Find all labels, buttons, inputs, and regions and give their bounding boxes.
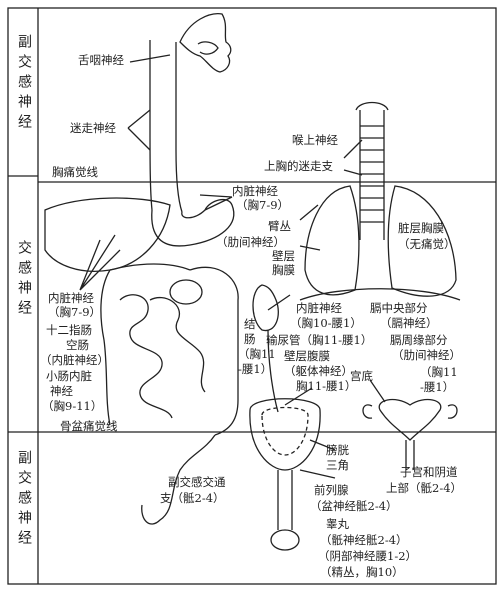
- label-colon-2: 肠: [244, 332, 256, 346]
- colon-transverse: [109, 263, 191, 271]
- visceral-left-leaders: [79, 234, 121, 291]
- label-visceral-left-sub: （胸7-9）: [48, 305, 102, 319]
- side-label-middle: 交感神经: [16, 240, 32, 320]
- label-small-int-3: （胸9-11）: [42, 399, 103, 413]
- larynx-leaders: [343, 139, 363, 176]
- rectum: [141, 434, 216, 525]
- kidney: [252, 284, 279, 332]
- label-diaphragm-center: 膈中央部分: [370, 301, 428, 315]
- bladder-inner: [261, 406, 309, 456]
- vagina: [405, 440, 415, 470]
- peritoneum-leader: [284, 387, 313, 406]
- pleura-leaders: [299, 204, 321, 251]
- label-parietal-pleura: 壁层: [272, 249, 295, 263]
- label-body-nerve-sub: 胸11-腰1）: [296, 379, 357, 393]
- label-upper-chest-vagus: 上胸的迷走支: [264, 159, 333, 173]
- label-uterine-l1: -腰1）: [420, 380, 455, 394]
- label-parietal-pleura-2: 胸膜: [272, 263, 295, 277]
- small-intestine-1: [119, 294, 173, 419]
- label-bladder: 膀胱: [326, 443, 349, 457]
- testis: [270, 529, 300, 551]
- label-diaphragm-periphery: 膈周缘部分: [390, 333, 448, 347]
- vagus-leaders: [127, 54, 171, 151]
- label-vagus: 迷走神经: [70, 121, 116, 135]
- kidney-leader: [267, 294, 291, 311]
- label-parietal-peritoneum: 壁层腹膜: [284, 349, 330, 363]
- label-uterus-vagina: 子宫和阴道: [400, 465, 458, 479]
- side-label-top: 副交感神经: [16, 34, 32, 134]
- label-visceral-pleura: 脏层胸膜: [398, 221, 444, 235]
- esophagus-left: [149, 39, 153, 211]
- label-small-int: 小肠内脏: [46, 369, 92, 383]
- ureter: [267, 329, 279, 413]
- right-lung: [304, 185, 360, 296]
- label-small-int-2: 神经: [50, 384, 73, 398]
- small-intestine-2: [149, 296, 206, 393]
- label-uterine-fundus: 宫底: [350, 369, 373, 383]
- label-visceral-left: 内脏神经: [48, 291, 94, 305]
- label-bladder-2: 三角: [326, 458, 349, 472]
- label-colon-4: -腰1）: [238, 362, 273, 376]
- liver: [44, 197, 171, 272]
- label-visceral-t7-9: 内脏神经: [232, 184, 278, 198]
- esophagus-right: [175, 41, 183, 213]
- colon-ascending: [100, 269, 111, 426]
- frame: [7, 7, 497, 585]
- side-label-bottom: 副交感神经: [16, 450, 32, 550]
- ovaries: [362, 404, 458, 419]
- label-colon: 结: [244, 317, 256, 331]
- trachea-rings: [360, 125, 384, 223]
- label-uterus-vagina-2: 上部（骶2-4）: [386, 481, 463, 495]
- uterus: [378, 398, 442, 441]
- diaphragm: [299, 288, 461, 301]
- urethra: [277, 470, 293, 530]
- label-duodenum-3: （内脏神经）: [40, 353, 109, 367]
- label-visceral-t10-sub: （胸10-腰1）: [290, 316, 362, 330]
- label-phrenic: （膈神经）: [380, 316, 438, 330]
- visceral-t7-leaders: [199, 194, 233, 211]
- label-arm-plexus: 臂丛: [268, 219, 291, 233]
- label-ureter: 输尿管（胸11-腰1）: [266, 333, 373, 347]
- label-intercostal: （肋间神经）: [216, 235, 285, 249]
- label-testis: 睾丸: [326, 517, 349, 531]
- head-profile: [179, 13, 232, 73]
- label-uterine-t11: （胸11: [420, 365, 458, 379]
- left-lung: [387, 185, 457, 297]
- label-pudendal: （阴部神经腰1-2）: [318, 549, 418, 563]
- label-pelvic-pain-line: 骨盆痛觉线: [60, 419, 118, 433]
- trachea: [359, 110, 385, 240]
- label-body-nerve: （躯体神经）: [284, 364, 353, 378]
- label-laryngeal: 喉上神经: [292, 133, 338, 147]
- label-duodenum-2: 空肠: [66, 338, 89, 352]
- label-pelvic-nerve: （盆神经骶2-4）: [310, 499, 398, 513]
- colon-descending: [189, 266, 239, 436]
- bladder-leaders: [299, 439, 336, 479]
- label-prostate: 前列腺: [314, 483, 349, 497]
- label-glossopharyngeal: 舌咽神经: [78, 53, 124, 67]
- label-visceral-t7-9-sub: （胸7-9）: [236, 198, 290, 212]
- label-chest-pain-line: 胸痛觉线: [52, 165, 98, 179]
- larynx: [355, 101, 389, 111]
- colon-loop: [169, 279, 203, 305]
- label-colon-3: （胸11: [238, 347, 276, 361]
- label-sacral: （骶神经骶2-4）: [320, 533, 408, 547]
- bladder: [249, 398, 321, 471]
- label-duodenum: 十二指肠: [46, 323, 92, 337]
- label-parasymp-comm: 副交感交通: [168, 475, 226, 489]
- label-parasymp-comm-2: 支（骶2-4）: [160, 491, 225, 505]
- label-visceral-t10: 内脏神经: [296, 301, 342, 315]
- stomach: [151, 198, 235, 247]
- uterus-leader: [369, 379, 386, 403]
- label-intercostal-2: （肋间神经）: [392, 348, 461, 362]
- label-visceral-pleura-sub: （无痛觉）: [398, 237, 456, 251]
- label-spermatic: （精丛，胸10）: [320, 565, 404, 579]
- tongue: [197, 41, 219, 55]
